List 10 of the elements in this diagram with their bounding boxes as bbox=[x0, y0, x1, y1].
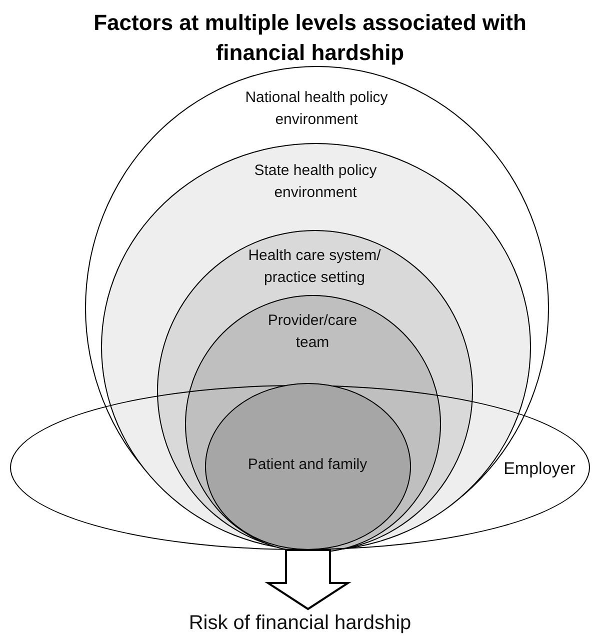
level-label: Patient and family bbox=[246, 455, 368, 475]
level-label: Health care system/ practice setting bbox=[247, 246, 382, 288]
outcome-label: Risk of financial hardship bbox=[188, 612, 412, 634]
ellipse bbox=[10, 385, 590, 550]
level-label: State health policy environment bbox=[253, 161, 378, 203]
block-arrow bbox=[264, 549, 352, 610]
title: Factors at multiple levels associated with financial hardship bbox=[92, 9, 528, 67]
level-label: Provider/care team bbox=[266, 311, 358, 353]
level-label: Employer bbox=[502, 458, 576, 480]
level-label: National health policy environment bbox=[244, 88, 389, 130]
